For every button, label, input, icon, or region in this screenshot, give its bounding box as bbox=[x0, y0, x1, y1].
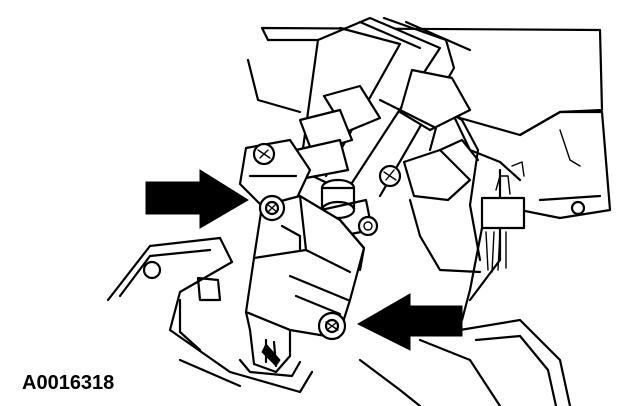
lower-tube bbox=[358, 318, 572, 406]
steering-shaft bbox=[294, 16, 482, 274]
switch-bracket bbox=[238, 194, 366, 378]
upper-bolt bbox=[258, 194, 286, 222]
coupling bbox=[310, 178, 379, 242]
figure-id-label: A0016318 bbox=[22, 372, 115, 394]
lower-bolt bbox=[317, 311, 347, 341]
lower-bracket bbox=[106, 236, 314, 394]
left-callout-arrow bbox=[145, 169, 249, 229]
upper-bracket bbox=[238, 138, 312, 208]
wiring-connector bbox=[460, 161, 526, 322]
right-callout-arrow bbox=[356, 293, 463, 351]
